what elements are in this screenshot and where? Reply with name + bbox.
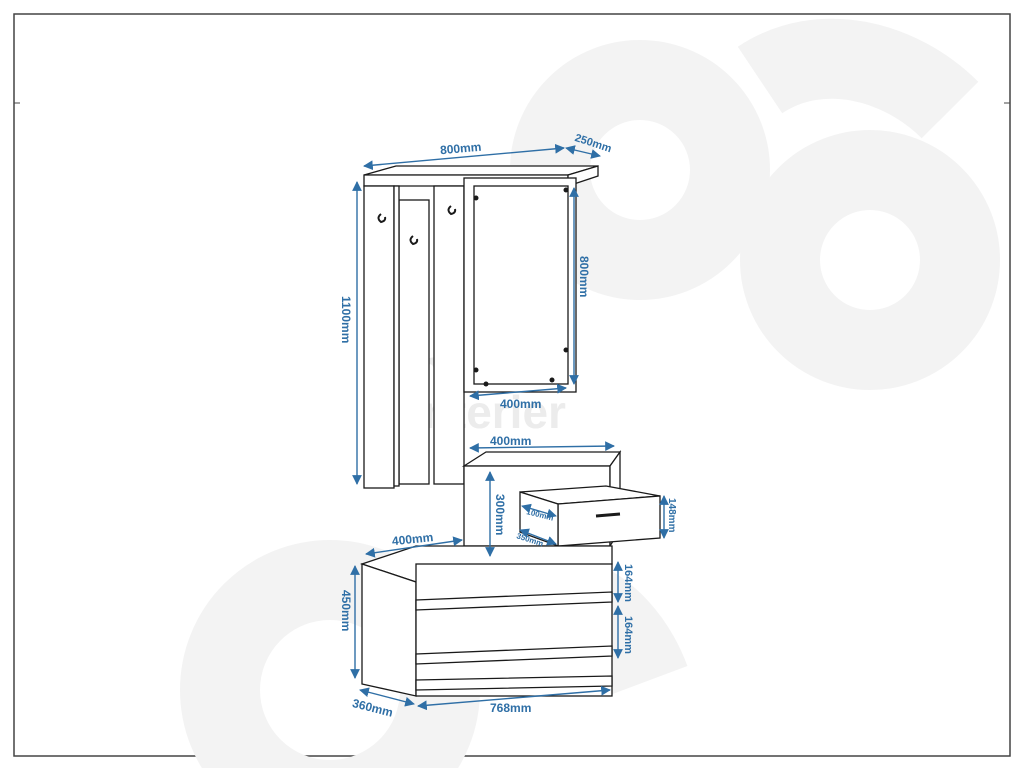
dim-line-hanger-width <box>363 143 565 171</box>
hanger-panel-3 <box>433 185 465 485</box>
shoe-bench <box>359 545 613 697</box>
dim-line-bench-width <box>417 685 611 711</box>
dim-label-bench-height: 450mm <box>339 590 353 631</box>
dim-label-hanger-height: 1100mm <box>339 296 353 343</box>
dim-line-drawer-inner <box>521 503 557 519</box>
dim-label-bench-width: 768mm <box>490 701 531 715</box>
dim-label-cabinet-height: 300mm <box>493 494 507 535</box>
dim-label-cabinet-width: 400mm <box>490 434 531 448</box>
bench-front <box>415 563 613 697</box>
dim-label-shelf-bottom: 164mm <box>622 616 634 654</box>
bench-side <box>361 563 417 697</box>
coat-hanger-unit <box>363 165 599 489</box>
bench-shelf-1 <box>415 591 613 611</box>
dim-label-mirror-width: 400mm <box>500 397 541 411</box>
dim-label-hanger-width: 800mm <box>439 140 481 158</box>
dim-line-bench-side <box>359 687 415 707</box>
drawer-front <box>557 495 661 547</box>
dim-label-mirror-height: 800mm <box>577 256 591 297</box>
drawer-handle-icon <box>595 512 621 518</box>
hanger-gap-1 <box>393 185 400 487</box>
hanger-panel-2 <box>398 199 430 485</box>
dim-line-mirror-width <box>469 383 567 401</box>
hanger-top-shelf <box>363 165 599 176</box>
hanger-panel-1 <box>363 185 395 489</box>
hook-icon <box>409 235 419 246</box>
dim-label-shelf-top: 164mm <box>622 564 634 602</box>
dim-label-bench-side: 360mm <box>351 696 395 720</box>
dim-label-drawer-height: 148mm <box>666 498 677 533</box>
dim-line-bench-depth <box>365 536 463 558</box>
mirror-glass <box>473 185 569 385</box>
dimension-lines <box>350 143 669 711</box>
bench-shelf-2 <box>415 645 613 665</box>
dim-line-cabinet-width <box>469 441 615 453</box>
dim-line-drawer-depth <box>519 528 557 546</box>
dim-line-hanger-depth <box>565 145 601 159</box>
hook-icon <box>377 213 387 224</box>
dim-label-bench-depth: 400mm <box>391 530 434 548</box>
coat-hooks <box>377 205 457 246</box>
cabinet-top <box>461 451 622 467</box>
page-frame <box>13 13 1011 757</box>
hook-icon <box>447 205 457 216</box>
